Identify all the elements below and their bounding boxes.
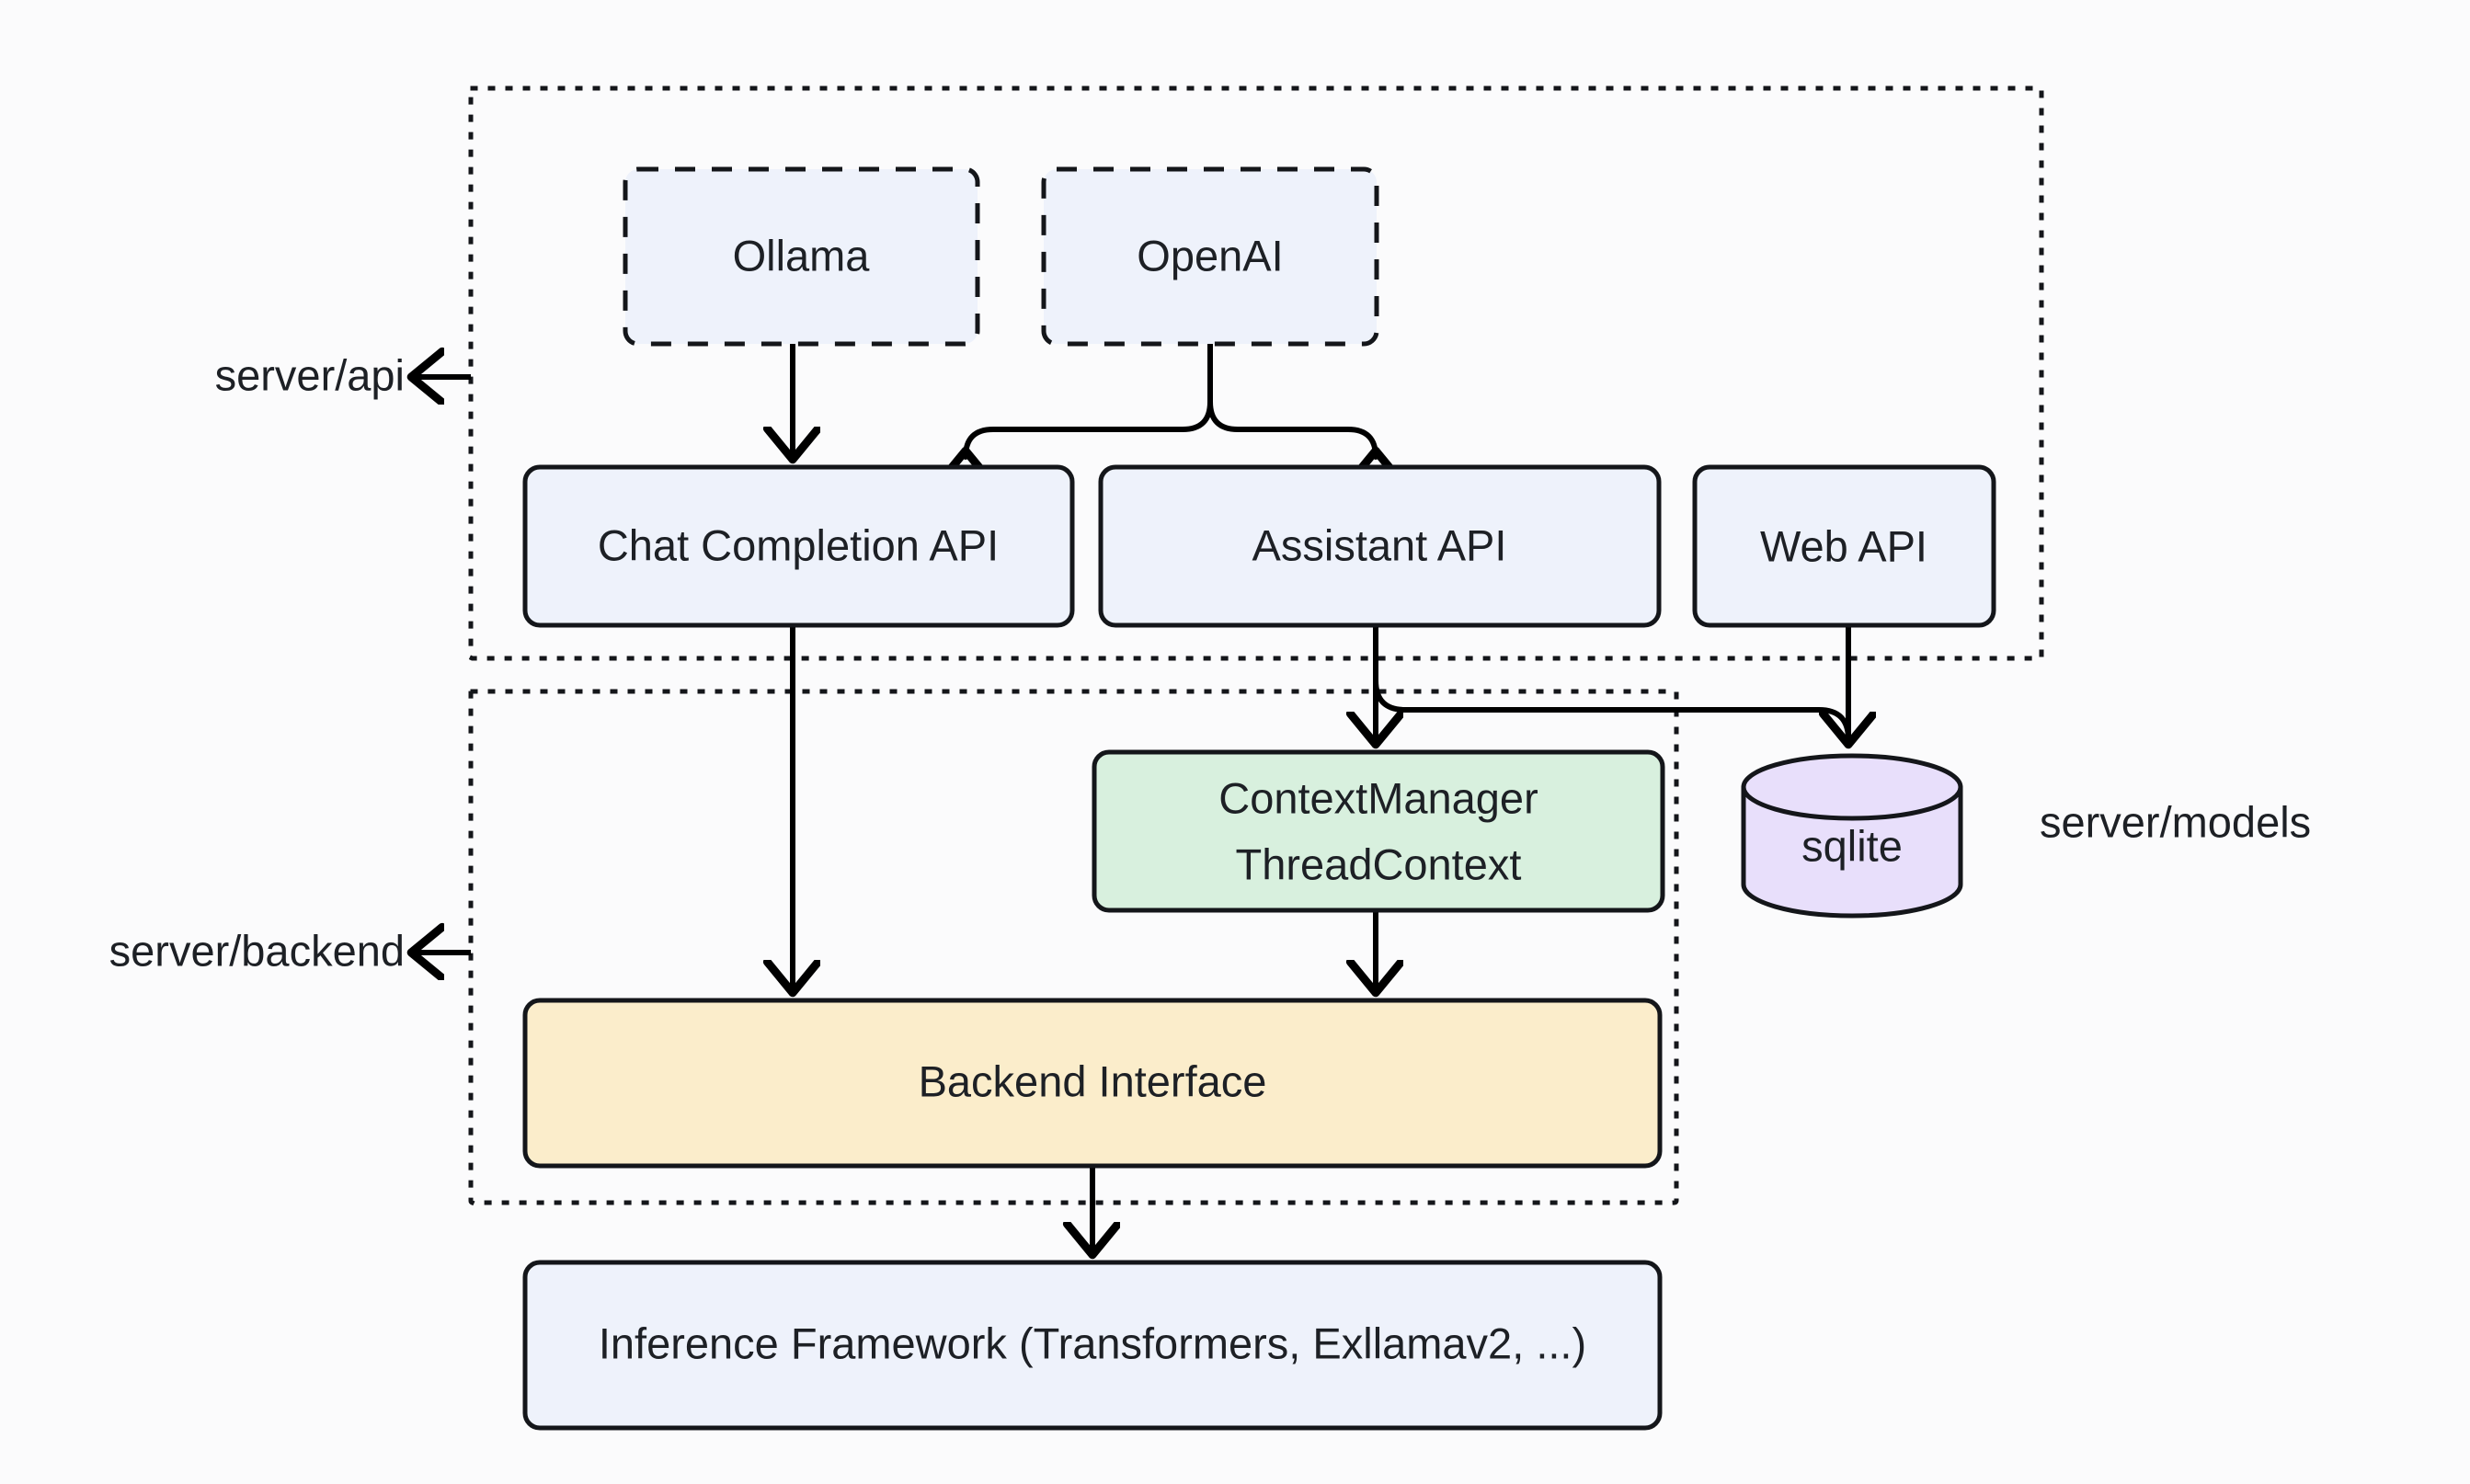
edge-openai-to-assistant-api [1207,343,1376,457]
node-context-manager-label-line2: ThreadContext [1236,839,1522,888]
node-backend-interface-label: Backend Interface [919,1056,1267,1105]
node-sqlite[interactable]: sqlite [1741,753,1963,919]
node-web-api-box[interactable] [1692,464,1996,628]
group-server-backend: server/backend [109,689,1679,1205]
node-openai-box[interactable] [1041,166,1379,347]
node-inference-framework[interactable]: Inference Framework (Transformers, Exlla… [522,1260,1663,1431]
node-ollama-label: Ollama [733,231,871,280]
group-label-api: server/api [215,350,405,399]
edge-openai-to-chat-api [966,343,1213,457]
node-assistant-api-box[interactable] [1098,464,1662,628]
node-assistant-api[interactable]: Assistant API [1098,464,1662,628]
group-border-api [468,86,2044,661]
group-label-models: server/models [2040,797,2311,846]
node-backend-interface[interactable]: Backend Interface [522,998,1663,1169]
node-sqlite-body[interactable] [1741,784,1963,919]
node-web-api[interactable]: Web API [1692,464,1996,628]
node-backend-interface-box[interactable] [522,998,1663,1169]
node-context-manager-box[interactable] [1092,749,1665,913]
node-ollama-box[interactable] [623,166,980,347]
edge-assistant-api-to-sqlite [1373,625,1851,742]
node-chat-completion-api[interactable]: Chat Completion API [522,464,1075,628]
node-ollama[interactable]: Ollama [623,166,980,347]
group-server-models: server/models [2040,797,2311,846]
node-inference-framework-box[interactable] [522,1260,1663,1431]
node-sqlite-top[interactable] [1741,753,1963,821]
node-assistant-api-label: Assistant API [1252,520,1507,569]
node-chat-completion-api-label: Chat Completion API [598,520,999,569]
node-openai-label: OpenAI [1137,231,1283,280]
node-sqlite-label: sqlite [1801,821,1903,870]
node-context-manager[interactable]: ContextManager ThreadContext [1092,749,1665,913]
node-chat-completion-api-box[interactable] [522,464,1075,628]
node-context-manager-label-line1: ContextManager [1218,773,1538,822]
group-server-api: server/api [215,86,2044,661]
node-openai[interactable]: OpenAI [1041,166,1379,347]
node-inference-framework-label: Inference Framework (Transformers, Exlla… [599,1318,1586,1367]
group-label-backend: server/backend [109,926,405,975]
node-web-api-label: Web API [1760,521,1927,570]
